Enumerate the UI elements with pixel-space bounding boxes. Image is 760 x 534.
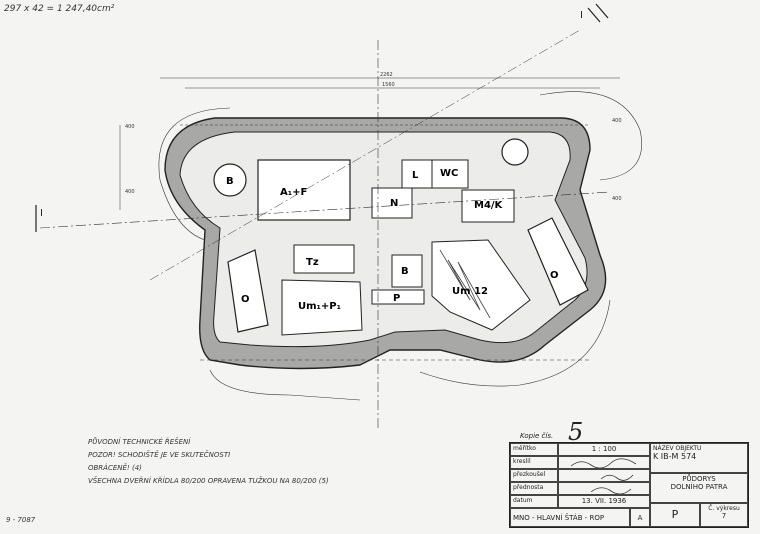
- note-line-1: PŮVODNÍ TECHNICKÉ ŘEŠENÍ: [88, 438, 191, 446]
- copy-label: Kopie čís.: [520, 432, 554, 440]
- room-label-um1p1: Um₁+P₁: [298, 301, 341, 312]
- object-value: IB-M 574: [660, 452, 697, 461]
- outer-envelope: [158, 91, 642, 401]
- datum-label: datum: [510, 495, 558, 508]
- dim-side-2: 400: [612, 118, 622, 124]
- room-um1p1-outline: [281, 279, 363, 336]
- note-line-3: OBRÁCENĚ! (4): [88, 464, 142, 472]
- room-um12-outline: [431, 239, 531, 331]
- evid-cell: Č. výkresu 7: [700, 503, 748, 527]
- title-block: měřítko 1 : 100 kreslil přezkoušel předn…: [509, 442, 749, 528]
- room-o-right-outline: [527, 217, 589, 306]
- evid-value: 7: [721, 512, 727, 520]
- dim-side-3: 400: [125, 189, 135, 195]
- prednosta-label: přednosta: [510, 482, 558, 495]
- room-wc-outline: [431, 159, 469, 189]
- section-mark-right-line: [587, 7, 601, 23]
- room-label-p: P: [393, 293, 400, 304]
- object-label: NÁZEV OBJEKTU: [653, 445, 702, 452]
- room-label-wc: WC: [440, 168, 458, 179]
- meritko-value: 1 : 100: [558, 443, 650, 456]
- object-value-row: K IB-M 574: [653, 452, 745, 461]
- format-note: 297 x 42 = 1 247,40cm²: [4, 4, 115, 14]
- room-l-outline: [401, 159, 433, 189]
- dim-side-4: 400: [612, 196, 622, 202]
- signature-drawing-2: [600, 474, 634, 481]
- axis-diagonal-2: [149, 29, 581, 281]
- prezkousel-label: přezkoušel: [510, 469, 558, 482]
- prednosta-signature: [558, 482, 650, 495]
- dim-overall-2: 1560: [382, 82, 395, 88]
- stair-shaft-right: [501, 138, 529, 166]
- dim-side-1: 400: [125, 124, 135, 130]
- note-line-4: VŠECHNA DVEŘNÍ KŘÍDLA 80/200 OPRAVENA TU…: [88, 477, 329, 485]
- office-code: A: [630, 508, 650, 527]
- room-label-um12: Um 12: [452, 286, 488, 297]
- drawing-title-1: PŮDORYS: [682, 475, 716, 483]
- object-prefix: K: [653, 452, 659, 461]
- note-line-2: POZOR! SCHODIŠTĚ JE VE SKUTEČNOSTI: [88, 451, 231, 459]
- room-label-n: N: [390, 198, 398, 209]
- room-label-l: L: [412, 170, 419, 181]
- kreslil-signature: [558, 456, 650, 469]
- zigzag-pattern: [439, 249, 491, 319]
- meritko-label: měřítko: [510, 443, 558, 456]
- axis-diagonal: [39, 191, 611, 229]
- notes-block: PŮVODNÍ TECHNICKÉ ŘEŠENÍ POZOR! SCHODIŠT…: [88, 436, 329, 488]
- room-p-outline: [371, 289, 425, 305]
- evid-label: Č. výkresu: [708, 505, 740, 512]
- section-mark-right-line-2: [595, 3, 609, 19]
- drawing-title-cell: PŮDORYS DOLNÍHO PATRA: [650, 473, 748, 503]
- datum-value: 13. VII. 1936: [558, 495, 650, 508]
- room-label-a1f: A₁+F: [280, 187, 307, 198]
- room-a1f-outline: [257, 159, 351, 221]
- room-tz-outline: [293, 244, 355, 274]
- room-label-b-left: B: [226, 176, 234, 187]
- room-n-outline: [371, 187, 413, 219]
- prezkousel-signature: [558, 469, 650, 482]
- section-mark-right: I: [580, 10, 583, 21]
- room-label-tz: Tz: [306, 257, 319, 268]
- room-label-mk: M4/K: [474, 200, 504, 211]
- signature-drawing: [570, 458, 637, 468]
- object-cell: NÁZEV OBJEKTU K IB-M 574: [650, 443, 748, 473]
- room-label-o-right: O: [550, 270, 559, 281]
- drawing-title-2: DOLNÍHO PATRA: [670, 483, 728, 491]
- room-label-o-left: O: [241, 294, 250, 305]
- room-o-left-outline: [227, 249, 269, 333]
- copy-number: 5: [568, 418, 584, 446]
- sheet-number: 9 - 7087: [6, 516, 36, 524]
- dim-overall-1: 2262: [380, 72, 393, 78]
- stair-shaft-left: [213, 163, 247, 197]
- signature-drawing-3: [590, 487, 632, 494]
- type-code: P: [650, 503, 700, 527]
- room-mk-outline: [461, 189, 515, 223]
- office-name: MNO - HLAVNÍ ŠTÁB - ROP: [510, 508, 630, 527]
- section-mark-left: I: [40, 208, 43, 219]
- room-b-center-outline: [391, 254, 423, 288]
- room-label-b-center: B: [401, 266, 409, 277]
- kreslil-label: kreslil: [510, 456, 558, 469]
